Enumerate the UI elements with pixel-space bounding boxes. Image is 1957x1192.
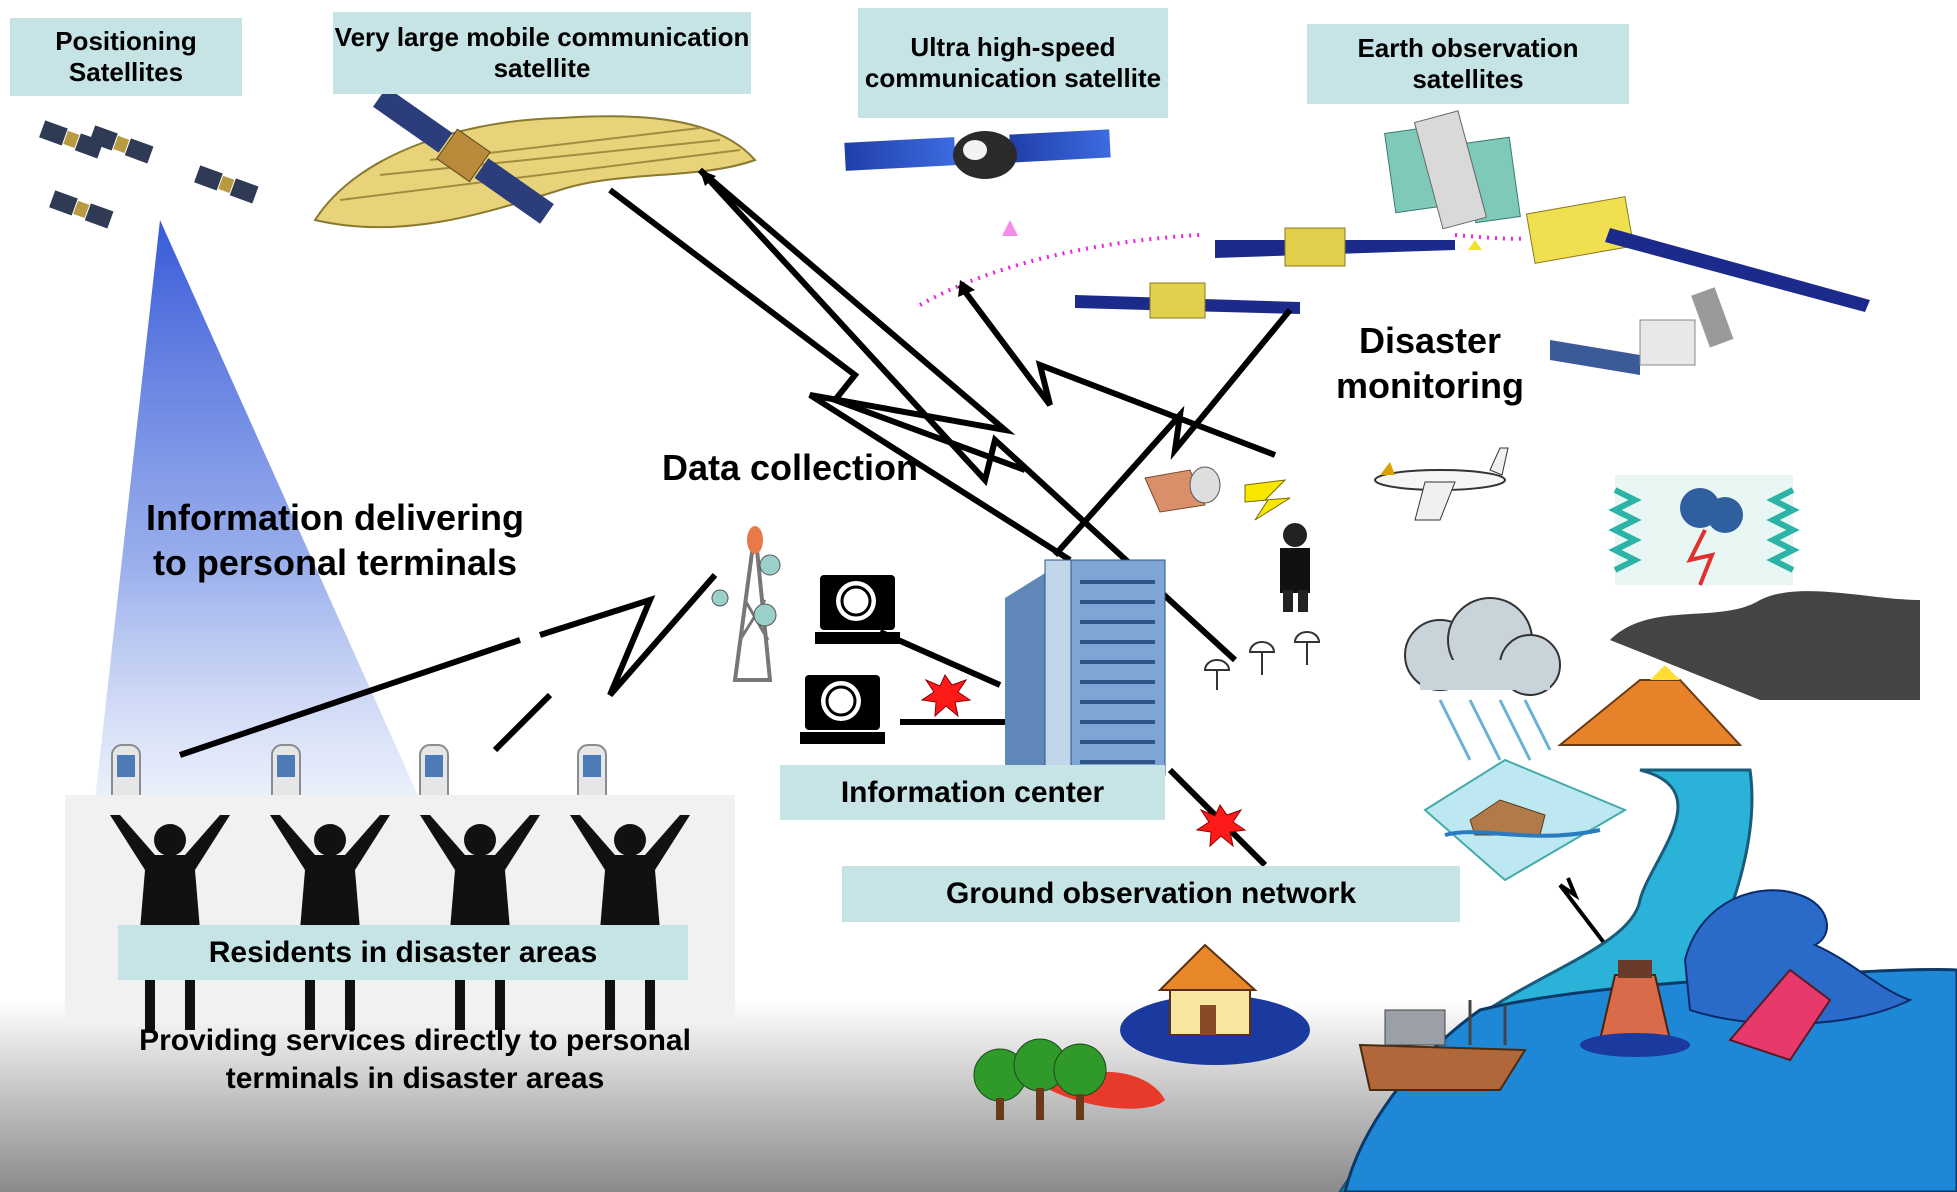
- computer-terminal-icon: [800, 575, 900, 744]
- forest-fire-icon: [973, 1038, 1165, 1120]
- field-person-icon: [1280, 523, 1310, 612]
- mobile-satellite-label: Very large mobile communication satellit…: [333, 12, 751, 94]
- lighthouse-icon: [1580, 960, 1690, 1057]
- residents-label: Residents in disaster areas: [118, 925, 688, 980]
- flood-icon: [1423, 758, 1628, 882]
- ground-dish-icon: [1144, 466, 1291, 521]
- house-icon: [1120, 943, 1310, 1065]
- positioning-satellite-icon: [39, 120, 259, 229]
- data-collection-label: Data collection: [661, 447, 919, 488]
- information-center-label: Information center: [780, 765, 1165, 820]
- link-center-to-observation: [1052, 308, 1293, 557]
- positioning-satellites-label: Positioning Satellites: [10, 18, 242, 96]
- ultra-satellite-label: Ultra high-speed communication satellite: [858, 8, 1168, 118]
- observation-satellite-icon: [1075, 110, 1870, 375]
- positioning-beam: [95, 220, 420, 800]
- disaster-monitoring-label: Disaster monitoring: [1336, 320, 1524, 406]
- alert-burst-icon: [920, 673, 1247, 848]
- link-center-to-mobile: [698, 167, 1072, 563]
- observation-orbit-2: [1454, 233, 1526, 241]
- link-phone-to-tower-2: [539, 573, 718, 697]
- earth-observation-label: Earth observation satellites: [1307, 24, 1629, 104]
- link-field-to-orbit: [957, 283, 1277, 458]
- link-resident-to-tower: [492, 692, 553, 753]
- airplane-icon: [1374, 447, 1509, 521]
- building-icon: [1005, 559, 1166, 776]
- sensor-icon: [1203, 631, 1321, 690]
- ground-observation-network-label: Ground observation network: [842, 866, 1460, 922]
- rain-cloud-icon: [1404, 597, 1561, 761]
- link-mobile-to-center: [608, 187, 1027, 473]
- storm-icon: [1608, 475, 1800, 586]
- link-phone-to-tower: [179, 637, 521, 758]
- communication-satellite-icon: [844, 129, 1111, 236]
- relay-tower-icon: [711, 526, 781, 682]
- mobile-satellite-icon: [313, 87, 757, 229]
- volcano-icon: [1557, 591, 1920, 746]
- information-delivery-label: Information delivering to personal termi…: [145, 497, 525, 583]
- observation-orbit: [919, 233, 1201, 307]
- ship-icon: [1358, 1000, 1527, 1091]
- tsunami-icon: [1683, 889, 1913, 1062]
- link-sensor-to-ultra: [697, 167, 1238, 663]
- resident-silhouette-icon: [110, 815, 690, 1030]
- footer-caption: Providing services directly to personal …: [139, 1024, 691, 1095]
